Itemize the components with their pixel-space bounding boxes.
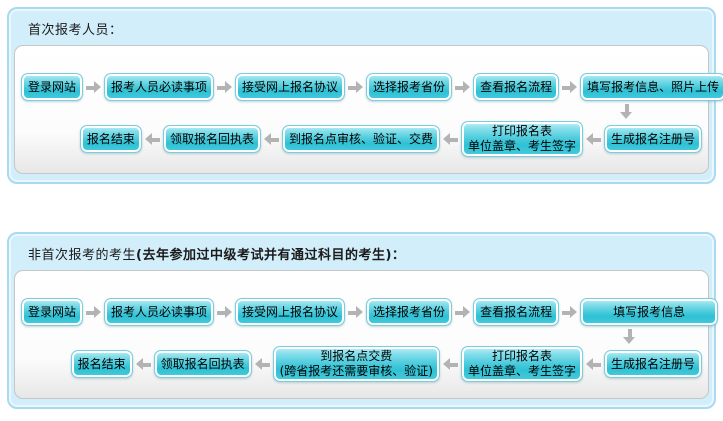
step-label-line2: 单位盖章、考生签字 [467,364,576,378]
p2-step-must-read-notes: 报考人员必读事项 [104,298,215,326]
step-label: 填写报考信息 [613,304,686,319]
step-label: 选择报考省份 [373,304,446,319]
step-label: 报名结束 [77,356,126,371]
panel-title-bold-text: (去年参加过中级考试并有通过科目的考生)： [136,247,406,263]
step-label: 打印报名表 [491,349,552,363]
p1-step-print-form-stamp-sign: 打印报名表单位盖章、考生签字 [460,121,583,157]
p1-step-registration-end: 报名结束 [79,125,142,153]
right-arrow-icon [86,80,102,94]
left-arrow-icon [585,357,601,371]
right-arrow-icon [455,305,471,319]
p2-step-login-website: 登录网站 [21,298,84,326]
left-arrow-icon [144,132,160,146]
step-label-line2: (跨省报考还需要审核、验证) [279,364,433,378]
registration-flowchart-page: 首次报考人员： 登录网站 报考人员必读事项 接受网上报名协议 选择报考省份 查看… [7,7,723,409]
panel-title-text: 非首次报考的考生 [28,247,137,263]
step-label: 生成报名注册号 [610,356,695,371]
p2-step-select-province: 选择报考省份 [366,298,453,326]
p2-step-fill-info: 填写报考信息 [580,298,719,326]
p2-step-accept-agreement: 接受网上报名协议 [235,298,346,326]
step-label: 查看报名流程 [480,79,553,94]
p2-step-generate-registration-number: 生成报名注册号 [603,350,702,378]
right-arrow-icon [86,305,102,319]
right-arrow-icon [217,80,233,94]
p1-step-accept-agreement: 接受网上报名协议 [235,73,346,101]
right-arrow-icon [562,305,578,319]
panel-non-first-time-candidates: 非首次报考的考生 (去年参加过中级考试并有通过科目的考生)： 登录网站 报考人员… [7,232,719,409]
left-arrow-icon [254,357,270,371]
flow-canvas: 登录网站 报考人员必读事项 接受网上报名协议 选择报考省份 查看报名流程 填写报… [14,45,723,174]
flow-row-bottom: 报名结束 领取报名回执表 到报名点审核、验证、交费 打印报名表单位盖章、考生签字… [21,121,702,157]
left-arrow-icon [585,132,601,146]
left-arrow-icon [442,357,458,371]
p2-step-get-receipt-form: 领取报名回执表 [153,350,252,378]
left-arrow-icon [135,357,151,371]
panel-first-time-title: 首次报考人员： [14,9,709,45]
p1-step-login-website: 登录网站 [21,73,84,101]
step-label: 报名结束 [86,131,135,146]
left-arrow-icon [442,132,458,146]
flow-row-top: 登录网站 报考人员必读事项 接受网上报名协议 选择报考省份 查看报名流程 填写报… [21,298,719,326]
step-label: 接受网上报名协议 [242,79,339,94]
flow-row-bottom: 报名结束 领取报名回执表 到报名点交费(跨省报考还需要审核、验证) 打印报名表单… [21,346,702,382]
panel-non-first-time-title: 非首次报考的考生 (去年参加过中级考试并有通过科目的考生)： [14,234,709,270]
p1-step-onsite-audit-verify-pay: 到报名点审核、验证、交费 [281,125,440,153]
p1-step-get-receipt-form: 领取报名回执表 [162,125,261,153]
p1-step-generate-registration-number: 生成报名注册号 [603,125,702,153]
right-arrow-icon [455,80,471,94]
p2-step-registration-end: 报名结束 [70,350,133,378]
p2-step-view-process: 查看报名流程 [473,298,560,326]
right-arrow-icon [348,305,364,319]
right-arrow-icon [562,80,578,94]
right-arrow-icon [348,80,364,94]
flow-canvas: 登录网站 报考人员必读事项 接受网上报名协议 选择报考省份 查看报名流程 填写报… [14,270,719,399]
step-label: 接受网上报名协议 [242,304,339,319]
flow-row-connector [21,102,702,120]
p1-step-must-read-notes: 报考人员必读事项 [104,73,215,101]
p1-step-fill-info-upload-photo: 填写报考信息、照片上传 [580,73,723,101]
step-label: 到报名点交费 [320,349,393,363]
step-label: 填写报考信息、照片上传 [587,79,720,94]
down-arrow-icon [619,103,633,119]
step-label-line2: 单位盖章、考生签字 [467,139,576,153]
p2-step-onsite-pay-cross-province-audit: 到报名点交费(跨省报考还需要审核、验证) [272,346,440,382]
step-label: 登录网站 [28,304,77,319]
down-arrow-slot [550,103,702,119]
step-label: 选择报考省份 [373,79,446,94]
p1-step-view-process: 查看报名流程 [473,73,560,101]
step-label: 领取报名回执表 [169,131,254,146]
flow-row-connector [21,327,702,345]
left-arrow-icon [263,132,279,146]
down-arrow-icon [622,328,636,344]
panel-title-text: 首次报考人员： [28,22,123,38]
right-arrow-icon [217,305,233,319]
p1-step-select-province: 选择报考省份 [366,73,453,101]
step-label: 登录网站 [28,79,77,94]
step-label: 查看报名流程 [480,304,553,319]
step-label: 报考人员必读事项 [111,304,208,319]
flow-row-top: 登录网站 报考人员必读事项 接受网上报名协议 选择报考省份 查看报名流程 填写报… [21,73,723,101]
down-arrow-slot [556,328,702,344]
step-label: 到报名点审核、验证、交费 [288,131,433,146]
step-label: 打印报名表 [491,124,552,138]
panel-first-time-registrants: 首次报考人员： 登录网站 报考人员必读事项 接受网上报名协议 选择报考省份 查看… [7,7,723,184]
step-label: 生成报名注册号 [610,131,695,146]
p2-step-print-form-stamp-sign: 打印报名表单位盖章、考生签字 [460,346,583,382]
step-label: 报考人员必读事项 [111,79,208,94]
step-label: 领取报名回执表 [160,356,245,371]
